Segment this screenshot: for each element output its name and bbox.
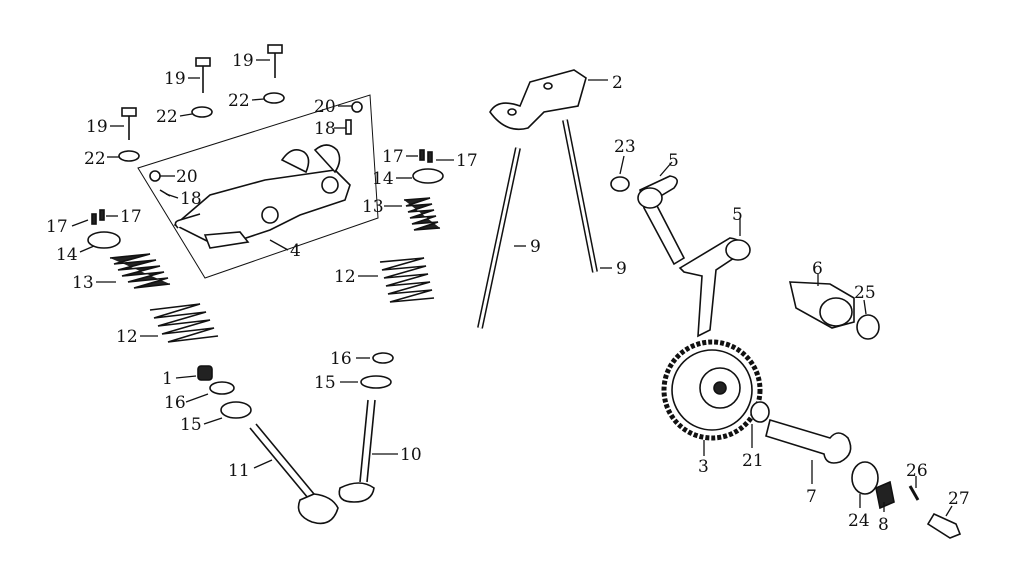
label-10: 10 — [400, 445, 422, 465]
label-18-a: 18 — [180, 189, 202, 209]
pushrods — [477, 119, 598, 329]
label-13-b: 13 — [362, 197, 384, 217]
label-12-b: 12 — [334, 267, 356, 287]
label-5-a: 5 — [668, 151, 679, 171]
rocker-arms — [610, 175, 751, 338]
label-15-b: 15 — [314, 373, 336, 393]
label-17-b: 17 — [120, 207, 142, 227]
label-19-b: 19 — [232, 51, 254, 71]
label-22-b: 22 — [228, 91, 250, 111]
bracket-part — [489, 69, 587, 131]
label-20-a: 20 — [176, 167, 198, 187]
label-17-c: 17 — [382, 147, 404, 167]
label-11: 11 — [228, 461, 250, 481]
label-16-b: 16 — [330, 349, 352, 369]
part-number-labels: 2 23 5 5 6 25 9 9 3 21 7 24 8 26 27 10 1… — [46, 51, 970, 535]
bolt-19-c — [110, 107, 137, 140]
label-13-a: 13 — [72, 273, 94, 293]
bolt-19-a — [188, 57, 211, 93]
label-17-d: 17 — [456, 151, 478, 171]
label-21: 21 — [742, 451, 764, 471]
rocker-shaft — [788, 281, 880, 340]
rocker-holder-assembly — [137, 94, 379, 279]
label-2: 2 — [612, 73, 623, 93]
label-8: 8 — [878, 515, 889, 535]
middle-valve-parts — [338, 149, 444, 503]
label-27: 27 — [948, 489, 970, 509]
washer-22-a — [191, 106, 213, 118]
left-valve-parts — [87, 209, 339, 525]
leader-lines — [71, 79, 953, 517]
bolt-19-b — [256, 44, 283, 78]
label-6: 6 — [812, 259, 823, 279]
washer-22-b — [263, 92, 285, 104]
label-19-c: 19 — [86, 117, 108, 137]
label-7: 7 — [806, 487, 817, 507]
camshaft — [765, 418, 962, 539]
label-26: 26 — [906, 461, 928, 481]
cam-gear — [661, 339, 770, 441]
washer-22-c — [118, 150, 140, 162]
label-20-b: 20 — [314, 97, 336, 117]
label-17-a: 17 — [46, 217, 68, 237]
label-5-b: 5 — [732, 205, 743, 225]
label-12-a: 12 — [116, 327, 138, 347]
label-9-b: 9 — [616, 259, 627, 279]
label-9-a: 9 — [530, 237, 541, 257]
label-18-b: 18 — [314, 119, 336, 139]
label-23: 23 — [614, 137, 636, 157]
label-14-b: 14 — [372, 169, 394, 189]
label-1: 1 — [162, 369, 173, 389]
label-3: 3 — [698, 457, 709, 477]
label-22-a: 22 — [156, 107, 178, 127]
label-22-c: 22 — [84, 149, 106, 169]
label-16-a: 16 — [164, 393, 186, 413]
label-24: 24 — [848, 511, 870, 531]
label-25: 25 — [854, 283, 876, 303]
label-4: 4 — [290, 241, 301, 261]
label-15-a: 15 — [180, 415, 202, 435]
label-14-a: 14 — [56, 245, 78, 265]
label-19-a: 19 — [164, 69, 186, 89]
